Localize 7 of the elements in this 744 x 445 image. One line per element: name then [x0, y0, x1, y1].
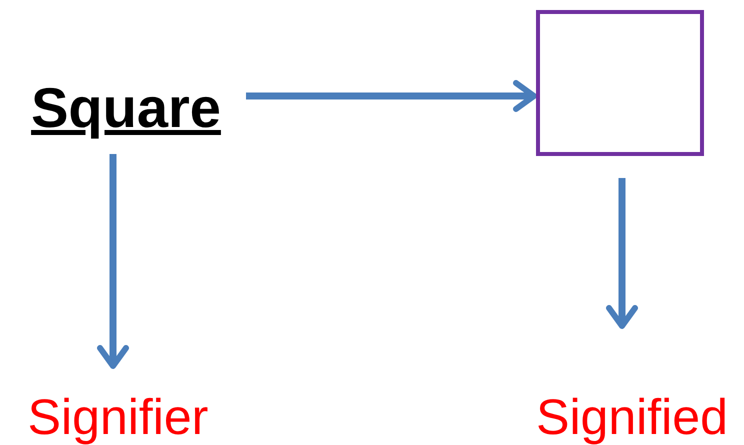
arrow: [246, 80, 537, 112]
term-heading: Square: [31, 77, 221, 139]
arrow: [97, 154, 129, 369]
arrow: [606, 178, 638, 329]
box-shape: [536, 10, 704, 156]
term-label: Signifier: [28, 390, 208, 445]
term-label: Signified: [536, 390, 728, 445]
